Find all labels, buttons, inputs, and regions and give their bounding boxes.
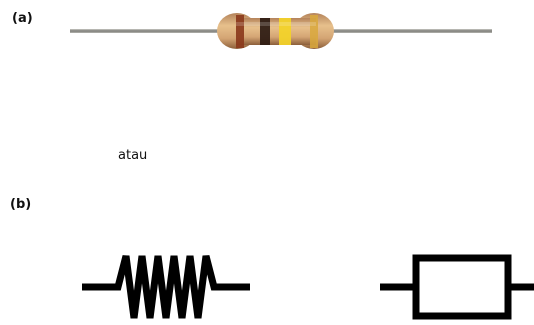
resistor-lead-left xyxy=(70,29,230,33)
label-part-a: (a) xyxy=(12,11,33,26)
connector-text: atau xyxy=(118,148,148,163)
color-band-1 xyxy=(236,15,244,48)
rectangular-resistor-symbol xyxy=(380,254,534,320)
label-part-b: (b) xyxy=(10,197,32,212)
color-band-3 xyxy=(279,18,291,45)
zigzag-resistor-symbol xyxy=(82,255,250,319)
resistor-lead-right xyxy=(320,29,492,33)
color-band-2 xyxy=(260,18,270,45)
color-band-4 xyxy=(310,15,318,48)
resistor-photo xyxy=(70,13,492,49)
